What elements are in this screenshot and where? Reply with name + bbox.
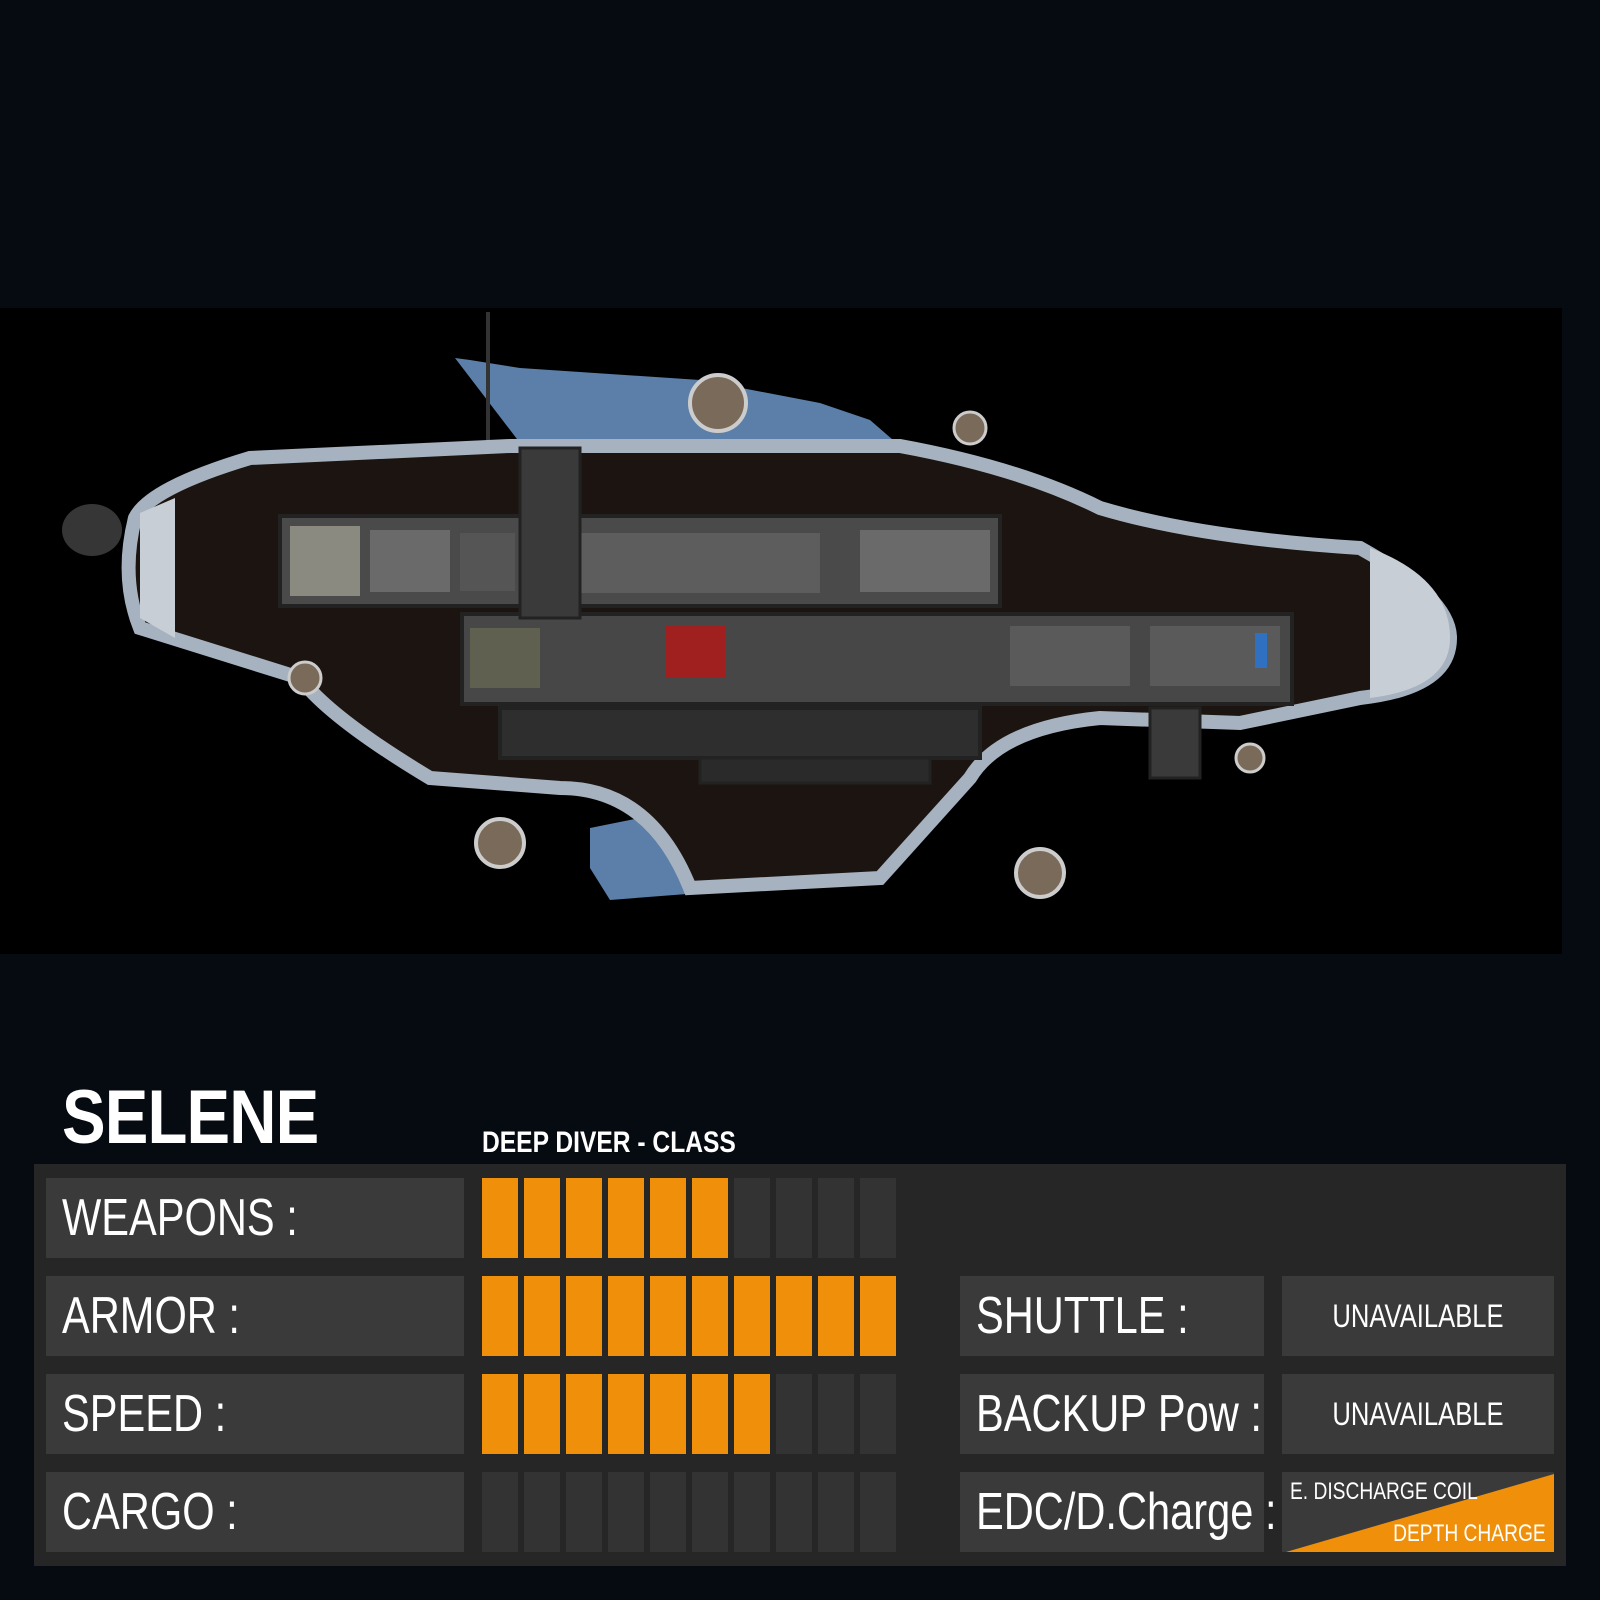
stat-segment bbox=[650, 1178, 686, 1258]
edc-value: E. DISCHARGE COIL DEPTH CHARGE bbox=[1282, 1472, 1554, 1552]
speed-label: SPEED : bbox=[46, 1374, 464, 1454]
upper-fin bbox=[455, 358, 900, 446]
turret-bottom-left bbox=[474, 817, 526, 869]
stat-segment bbox=[524, 1276, 560, 1356]
stat-segment bbox=[734, 1276, 770, 1356]
weapons-label: WEAPONS : bbox=[46, 1178, 464, 1258]
turret-top-right bbox=[952, 410, 988, 446]
stat-segment bbox=[818, 1472, 854, 1552]
depth-charge-fill bbox=[1286, 1474, 1554, 1552]
turret-bottom-right bbox=[1014, 847, 1066, 899]
stat-segment bbox=[692, 1472, 728, 1552]
stat-segment bbox=[482, 1374, 518, 1454]
weapons-bar bbox=[482, 1178, 902, 1258]
edc-split-graphic bbox=[1286, 1474, 1554, 1552]
stat-segment bbox=[650, 1472, 686, 1552]
stat-segment bbox=[524, 1472, 560, 1552]
stat-segment bbox=[818, 1374, 854, 1454]
stat-segment bbox=[860, 1472, 896, 1552]
turret-left bbox=[287, 660, 323, 696]
stat-segment bbox=[524, 1374, 560, 1454]
stat-segment bbox=[734, 1374, 770, 1454]
ballast-deck bbox=[498, 706, 982, 760]
top-hatch bbox=[518, 446, 582, 620]
stat-segment bbox=[608, 1276, 644, 1356]
stat-segment bbox=[776, 1374, 812, 1454]
edc-label: EDC/D.Charge : bbox=[960, 1472, 1277, 1552]
backup-power-value: UNAVAILABLE bbox=[1282, 1374, 1554, 1454]
stat-segment bbox=[692, 1374, 728, 1454]
stat-segment bbox=[650, 1374, 686, 1454]
stat-segment bbox=[818, 1178, 854, 1258]
stat-segment bbox=[608, 1178, 644, 1258]
stat-segment bbox=[776, 1472, 812, 1552]
exhaust-plume bbox=[62, 504, 122, 556]
stat-segment bbox=[692, 1276, 728, 1356]
edc-option-a: E. DISCHARGE COIL bbox=[1290, 1478, 1478, 1505]
ship-class: DEEP DIVER - CLASS bbox=[482, 1126, 736, 1159]
speed-bar bbox=[482, 1374, 902, 1454]
tail-cone bbox=[140, 498, 175, 638]
stat-segment bbox=[608, 1472, 644, 1552]
stat-segment bbox=[860, 1276, 896, 1356]
stat-segment bbox=[650, 1276, 686, 1356]
stat-segment bbox=[566, 1374, 602, 1454]
stat-segment bbox=[860, 1178, 896, 1258]
shuttle-label: SHUTTLE : bbox=[960, 1276, 1264, 1356]
cargo-label: CARGO : bbox=[46, 1472, 464, 1552]
stat-segment bbox=[566, 1472, 602, 1552]
stat-segment bbox=[692, 1178, 728, 1258]
stat-segment bbox=[734, 1178, 770, 1258]
nose-cone bbox=[1370, 548, 1450, 698]
stat-segment bbox=[776, 1178, 812, 1258]
ship-name: SELENE bbox=[62, 1075, 319, 1160]
bottom-hatch bbox=[1148, 706, 1202, 780]
backup-power-label: BACKUP Pow : bbox=[960, 1374, 1264, 1454]
submarine-illustration bbox=[62, 312, 1458, 900]
stat-segment bbox=[734, 1472, 770, 1552]
armor-label: ARMOR : bbox=[46, 1276, 464, 1356]
stat-segment bbox=[860, 1374, 896, 1454]
stat-segment bbox=[608, 1374, 644, 1454]
cargo-bar bbox=[482, 1472, 902, 1552]
stat-segment bbox=[482, 1276, 518, 1356]
stat-segment bbox=[524, 1178, 560, 1258]
stat-segment bbox=[776, 1276, 812, 1356]
stat-segment bbox=[482, 1472, 518, 1552]
turret-right bbox=[1234, 742, 1266, 774]
stat-segment bbox=[818, 1276, 854, 1356]
shuttle-value: UNAVAILABLE bbox=[1282, 1276, 1554, 1356]
turret-top bbox=[688, 373, 748, 433]
stat-segment bbox=[482, 1178, 518, 1258]
stat-segment bbox=[566, 1276, 602, 1356]
stat-segment bbox=[566, 1178, 602, 1258]
submarine-view bbox=[0, 308, 1562, 954]
armor-bar bbox=[482, 1276, 902, 1356]
edc-option-b: DEPTH CHARGE bbox=[1393, 1520, 1546, 1547]
